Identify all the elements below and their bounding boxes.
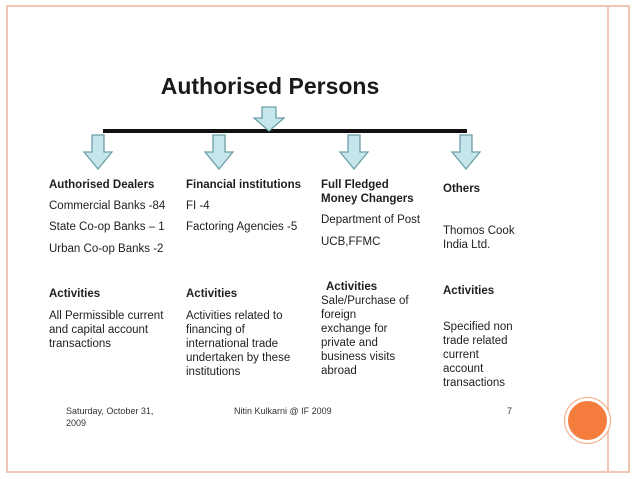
footer-date-line2: 2009 [66, 418, 87, 428]
activities-label: Activities [443, 285, 495, 297]
list-item: Factoring Agencies -5 [186, 221, 298, 233]
list-item: State Co-op Banks – 1 [49, 221, 165, 233]
footer-author: Nitin Kulkarni @ IF 2009 [234, 406, 332, 416]
activities-label: Activities [326, 281, 378, 293]
list-item: India Ltd. [443, 239, 491, 251]
down-arrow-icon [451, 134, 481, 170]
down-arrow-icon [204, 134, 234, 170]
activity-line: business visits [321, 351, 396, 363]
activity-line: account [443, 363, 484, 375]
orange-circle-decoration [565, 398, 610, 443]
footer-date-line1: Saturday, October 31, [66, 406, 154, 416]
activity-line: institutions [186, 366, 241, 378]
activity-line: financing of [186, 324, 245, 336]
list-item: Urban Co-op Banks -2 [49, 243, 164, 255]
list-item: Department of Post [321, 214, 421, 226]
activities-label: Activities [49, 288, 101, 300]
list-item: FI -4 [186, 200, 210, 212]
activity-line: Specified non [443, 321, 513, 333]
activity-line: Activities related to [186, 310, 283, 322]
list-item: Thomos Cook [443, 225, 515, 237]
column-heading-money-changers: Money Changers [321, 193, 414, 205]
activity-line: All Permissible current [49, 310, 164, 322]
slide-title: Authorised Persons [160, 73, 380, 99]
activity-line: current [443, 349, 479, 361]
activity-line: and capital account [49, 324, 149, 336]
activity-line: transactions [443, 377, 506, 389]
column-heading-others: Others [443, 183, 481, 195]
activity-line: foreign [321, 309, 357, 321]
down-arrow-icon [83, 134, 113, 170]
activity-line: abroad [321, 365, 357, 377]
connector-bar [103, 129, 467, 133]
activity-line: private and [321, 337, 378, 349]
activity-line: transactions [49, 338, 112, 350]
slide-frame [6, 5, 630, 473]
down-arrow-icon [253, 106, 285, 132]
down-arrow-icon [339, 134, 369, 170]
footer-page-number: 7 [507, 406, 513, 416]
column-heading-authorised-dealers: Authorised Dealers [49, 179, 155, 191]
activity-line: international trade [186, 338, 279, 350]
activity-line: trade related [443, 335, 508, 347]
activities-label: Activities [186, 288, 238, 300]
list-item: UCB,FFMC [321, 236, 381, 248]
list-item: Commercial Banks -84 [49, 200, 166, 212]
column-heading-financial-institutions: Financial institutions [186, 179, 302, 191]
activity-line: Sale/Purchase of [321, 295, 409, 307]
slide-frame-rule [607, 5, 609, 473]
activity-line: exchange for [321, 323, 388, 335]
activity-line: undertaken by these [186, 352, 291, 364]
column-heading-full-fledged: Full Fledged [321, 179, 389, 191]
